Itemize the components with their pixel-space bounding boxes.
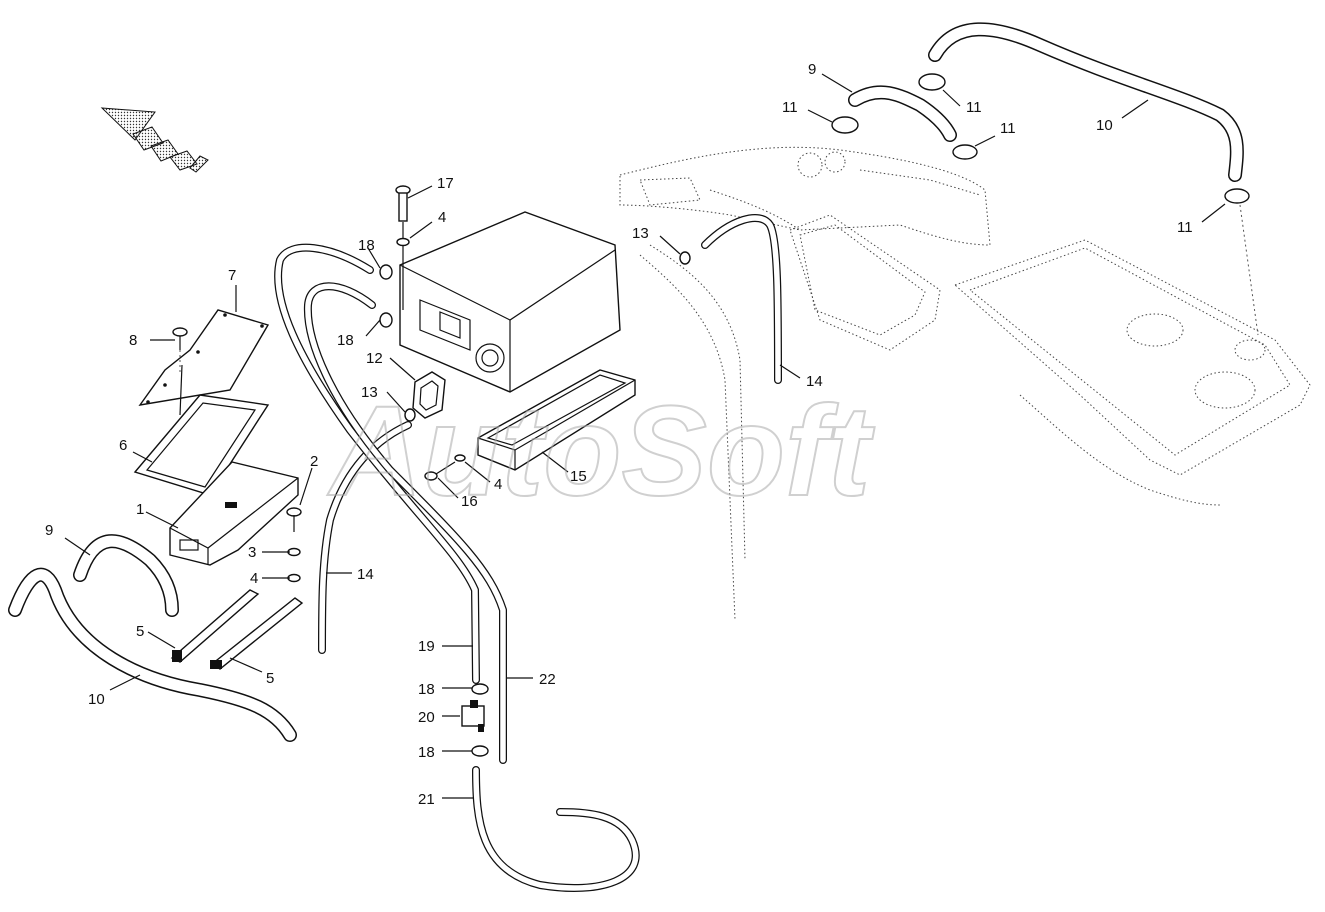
- callout-11-a: 11: [782, 99, 798, 116]
- washer-part-4-mid: [454, 454, 466, 462]
- washer-part-4-top: [396, 237, 410, 247]
- tube-part-19: [274, 243, 480, 684]
- dotted-guides: [179, 204, 1259, 372]
- clamp-part-13-b: [404, 408, 416, 422]
- bolt-part-17: [395, 185, 411, 310]
- vehicle-body-outline: [619, 146, 1311, 621]
- callout-8: 8: [129, 332, 137, 349]
- watermark: AutoSoft: [327, 380, 875, 523]
- clamp-part-11-d: [1224, 188, 1250, 204]
- callout-21: 21: [418, 791, 435, 808]
- callout-11-d: 11: [1177, 219, 1193, 236]
- callout-10-right: 10: [1096, 117, 1113, 134]
- callout-13-right: 13: [632, 225, 649, 242]
- clamp-part-18-c: [471, 683, 489, 695]
- callout-7: 7: [228, 267, 236, 284]
- screw-part-8: [172, 327, 188, 350]
- callout-10-left: 10: [88, 691, 105, 708]
- screw-part-2: [286, 507, 302, 532]
- callout-11-c: 11: [1000, 120, 1016, 137]
- callout-labels: 17 4 18 18 12 13 7 8 6 1 2 3 4 5 5 9 10 …: [45, 61, 1193, 808]
- hose-part-9-right: [848, 85, 957, 142]
- callout-19: 19: [418, 638, 435, 655]
- clamp-part-11-a: [918, 73, 946, 91]
- callout-14-left: 14: [357, 566, 374, 583]
- callout-15: 15: [570, 468, 587, 485]
- callout-20: 20: [418, 709, 435, 726]
- callout-4-top: 4: [438, 209, 446, 226]
- callout-18-c: 18: [418, 681, 435, 698]
- gasket-part-6: [133, 394, 270, 496]
- hose-part-10-left: [8, 567, 297, 742]
- callout-9-right: 9: [808, 61, 816, 78]
- hose-part-9-left: [73, 534, 179, 617]
- cover-plate-part-7: [138, 309, 270, 416]
- direction-arrow-icon: [100, 107, 209, 173]
- callout-5-b: 5: [266, 670, 274, 687]
- callout-18-lower: 18: [337, 332, 354, 349]
- strap-part-5-a: [170, 589, 260, 663]
- clamp-part-11-c: [952, 144, 978, 160]
- callout-18-upper: 18: [358, 237, 375, 254]
- callout-14-right: 14: [806, 373, 823, 390]
- callout-3: 3: [248, 544, 256, 561]
- strap-part-5-b: [210, 597, 304, 670]
- clamp-part-18-b: [379, 312, 393, 328]
- filter-part-1: [169, 461, 299, 566]
- callout-22: 22: [539, 671, 556, 688]
- callout-12: 12: [366, 350, 383, 367]
- callout-17: 17: [437, 175, 454, 192]
- clamp-part-18-a: [379, 264, 393, 280]
- tube-part-22: [303, 282, 507, 764]
- valve-part-20: [461, 700, 485, 732]
- callout-5-a: 5: [136, 623, 144, 640]
- bolt-part-16: [424, 461, 456, 481]
- air-duct-part-15: [477, 369, 636, 471]
- callout-16: 16: [461, 493, 478, 510]
- callout-11-b: 11: [966, 99, 982, 116]
- callout-18-d: 18: [418, 744, 435, 761]
- clamp-part-11-b: [831, 116, 859, 134]
- callout-9-left: 9: [45, 522, 53, 539]
- callout-6: 6: [119, 437, 127, 454]
- tube-part-14-right: [701, 213, 782, 384]
- clamp-part-13-a: [679, 251, 691, 265]
- callout-4-left: 4: [250, 570, 258, 587]
- callout-2: 2: [310, 453, 318, 470]
- clamp-part-18-d: [471, 745, 489, 757]
- callout-13-left: 13: [361, 384, 378, 401]
- hose-part-10-right: [928, 22, 1244, 182]
- tube-part-14-left: [318, 421, 412, 654]
- callout-leaders: [64, 73, 1226, 799]
- heater-box: [399, 211, 621, 393]
- callout-1: 1: [136, 501, 144, 518]
- callout-4-mid: 4: [494, 476, 502, 493]
- tube-part-21: [472, 766, 640, 892]
- seal-part-12: [412, 371, 446, 419]
